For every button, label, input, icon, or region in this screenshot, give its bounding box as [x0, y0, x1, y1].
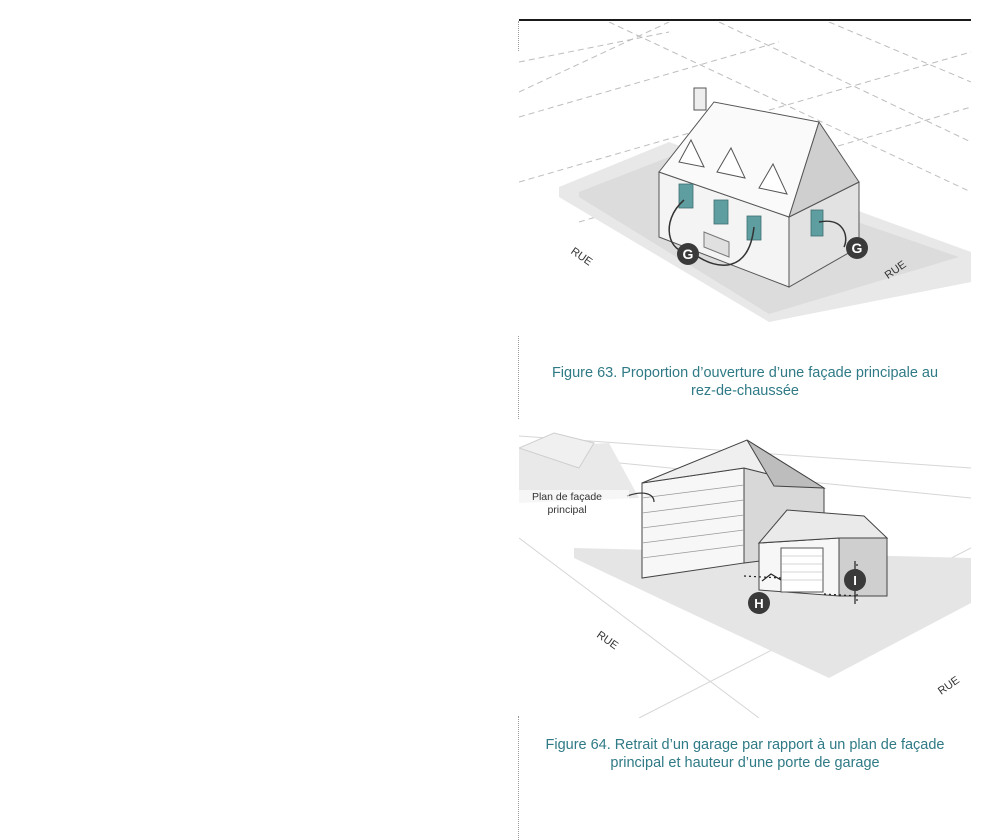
- margin-dotted-line: [518, 716, 519, 840]
- marker-g-right: G: [852, 240, 863, 256]
- street-label-left: RUE: [568, 245, 594, 268]
- plan-label-line2: principal: [547, 504, 586, 516]
- caption-line: rez-de-chaussée: [691, 383, 799, 399]
- plan-label-line1: Plan de façade: [532, 491, 602, 503]
- caption-line: Figure 64. Retrait d’un garage par rappo…: [545, 737, 945, 753]
- figure-63-caption: Figure 63. Proportion d’ouverture d’une …: [519, 364, 971, 400]
- street-label-right: RUE: [936, 674, 962, 697]
- street-label-left: RUE: [594, 629, 620, 652]
- figure-64-illustration: Plan de façade principal H I RUE RUE: [519, 428, 971, 718]
- top-rule: [519, 19, 971, 21]
- figure-63-illustration: G G RUE RUE: [519, 22, 971, 338]
- garage-setback-drawing: Plan de façade principal H I RUE RUE: [519, 432, 971, 718]
- margin-dotted-line: [518, 21, 519, 51]
- marker-i: I: [853, 573, 857, 588]
- figure-64-caption: Figure 64. Retrait d’un garage par rappo…: [519, 736, 971, 772]
- margin-dotted-line: [518, 336, 519, 419]
- caption-line: Figure 63. Proportion d’ouverture d’une …: [551, 365, 939, 381]
- marker-h: H: [754, 596, 763, 611]
- house-facade-drawing: G G RUE RUE: [519, 22, 971, 322]
- caption-line: principal et hauteur d’une porte de gara…: [610, 755, 880, 771]
- marker-g-left: G: [683, 246, 694, 262]
